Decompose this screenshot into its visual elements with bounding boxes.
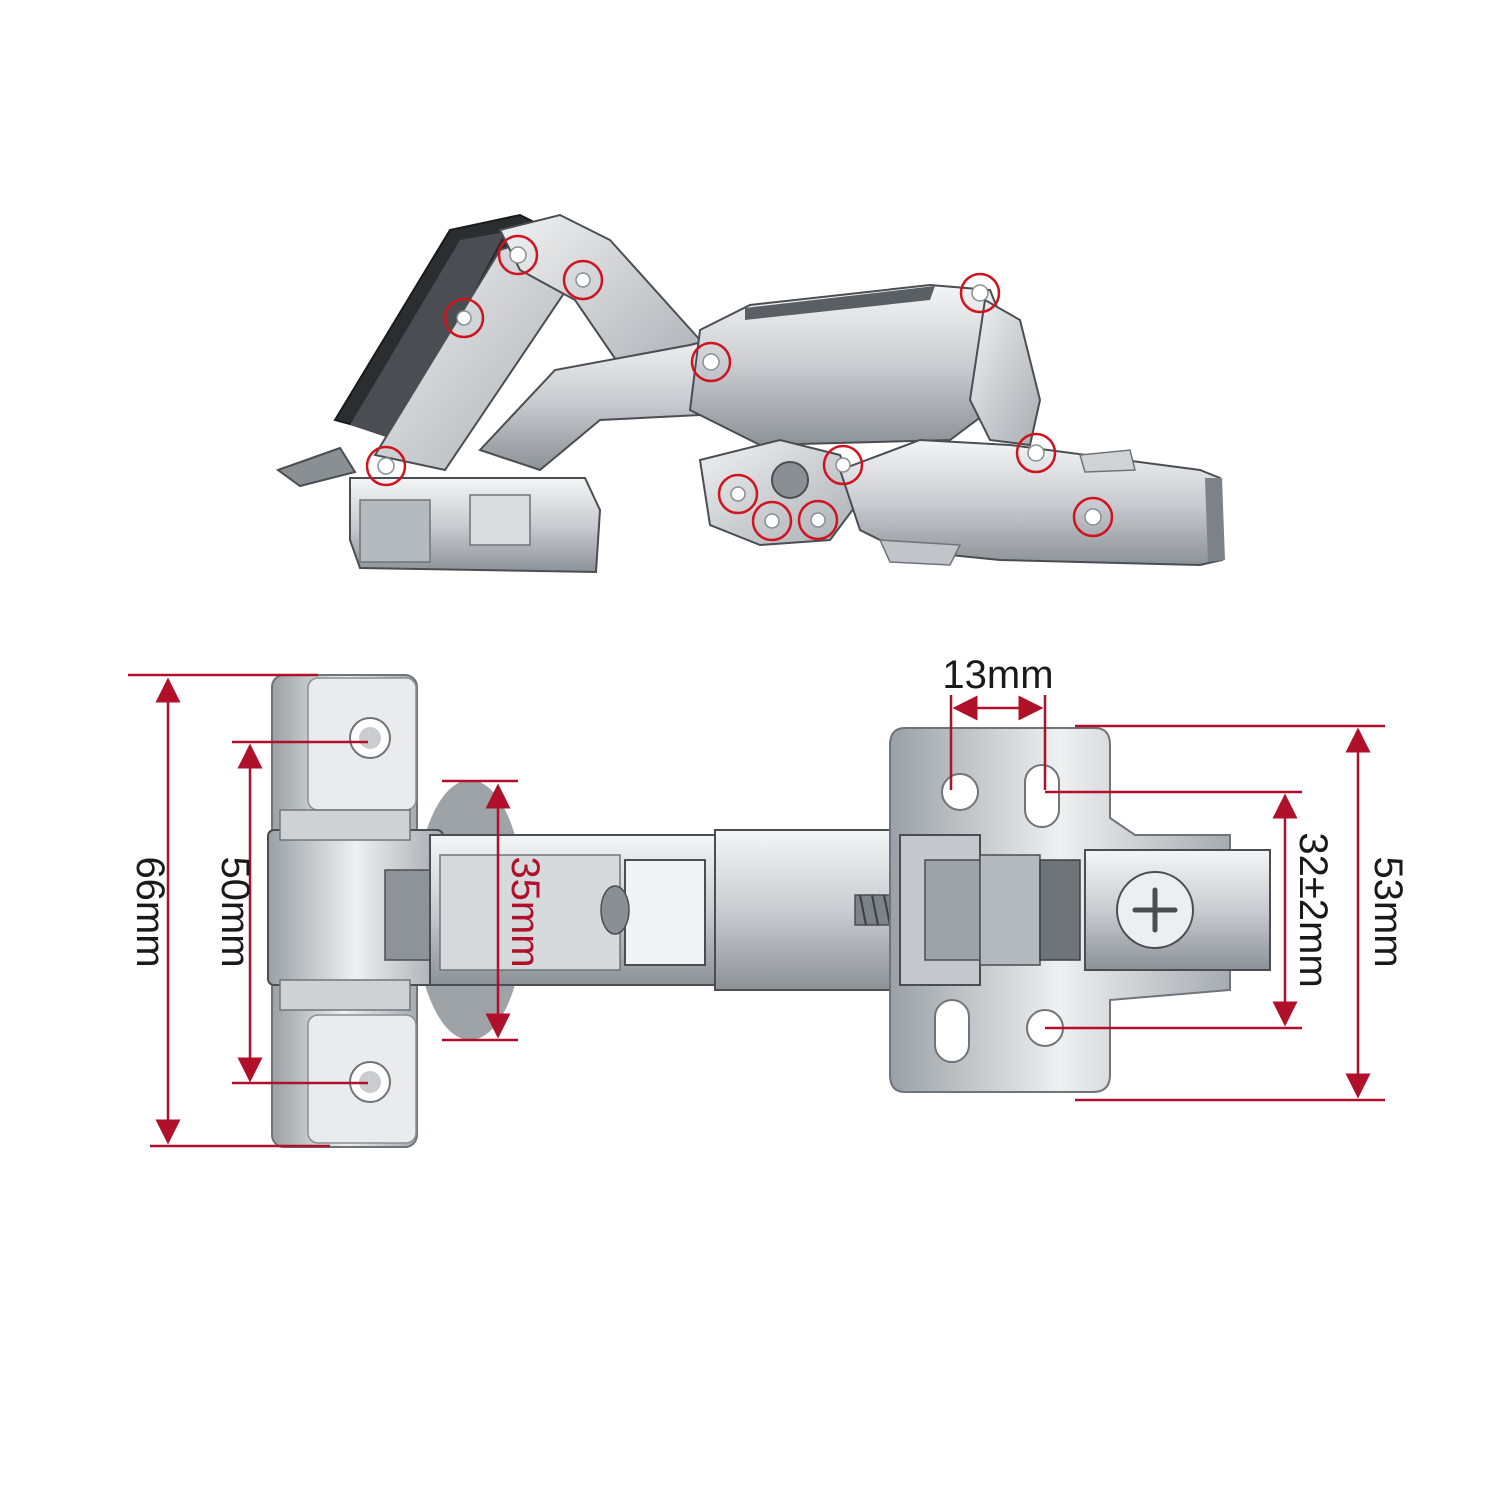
dim-label-32mm: 32±2mm	[1291, 832, 1335, 987]
dim-label-50mm: 50mm	[213, 856, 257, 967]
dim-label-53mm: 53mm	[1366, 856, 1410, 967]
dim-label-66mm: 66mm	[128, 856, 172, 967]
dim-label-35mm: 35mm	[503, 856, 547, 967]
dimension-lines	[128, 673, 1385, 1148]
callout-circles	[365, 234, 1114, 542]
dim-label-13mm: 13mm	[942, 653, 1053, 697]
pivot-pins	[377, 246, 1102, 529]
hinge-side-view-icon	[275, 213, 1225, 574]
hinge-top-view-icon	[267, 674, 1271, 1148]
